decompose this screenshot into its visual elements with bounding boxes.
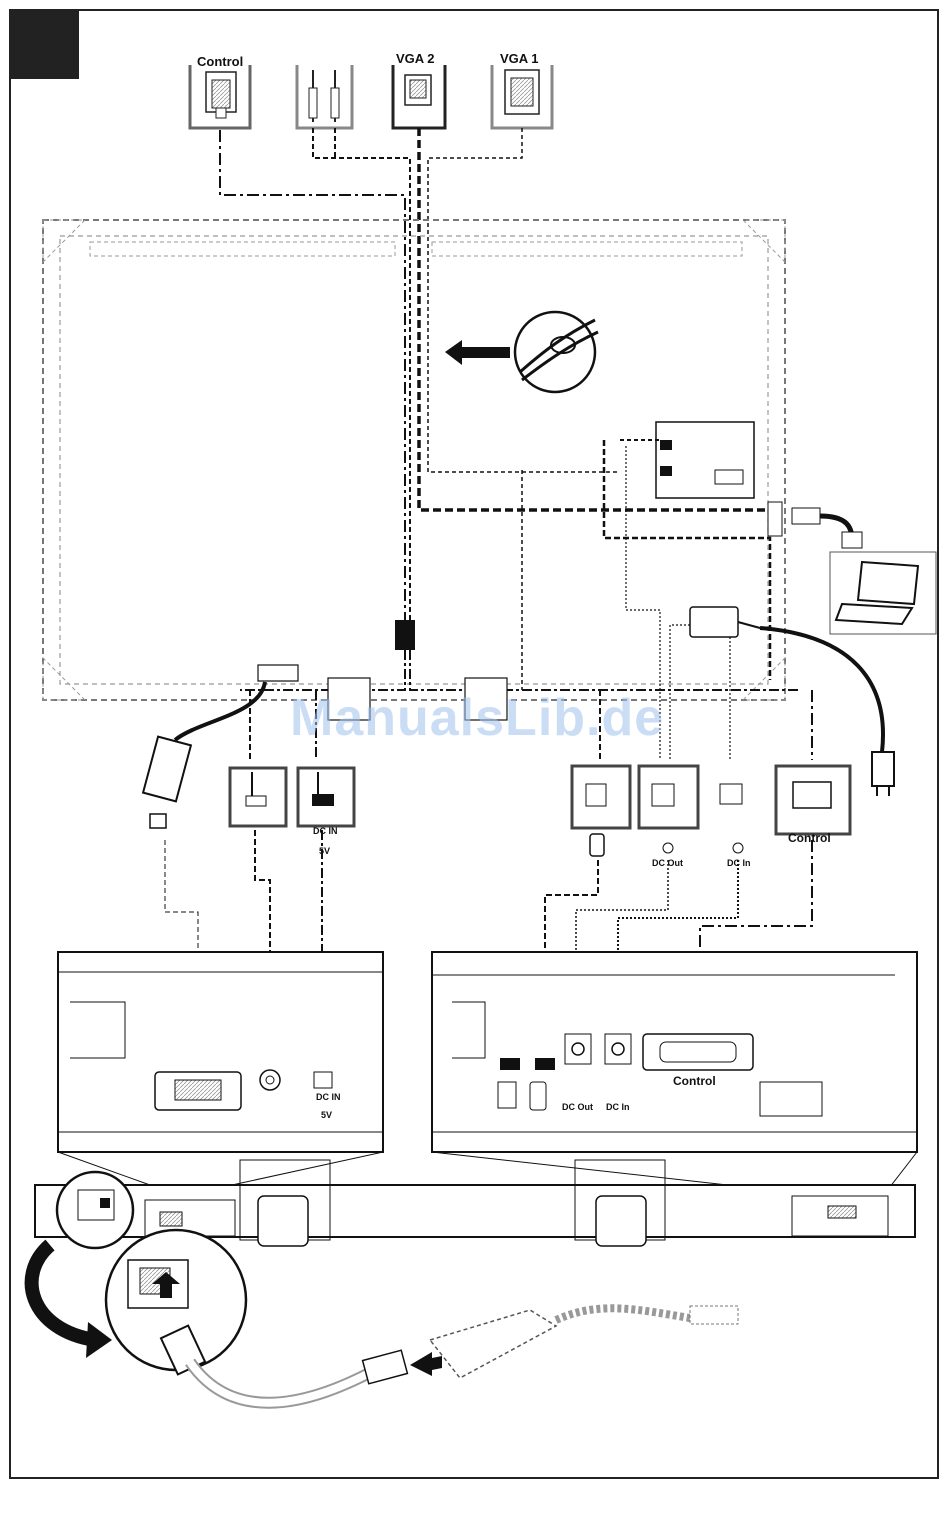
vga2-connector-box xyxy=(393,65,445,128)
port-box-control xyxy=(776,766,850,834)
vga1-connector-label: VGA 1 xyxy=(500,51,539,66)
control-connector-box xyxy=(190,65,250,128)
vga-adapter-plug xyxy=(143,737,191,802)
display-port-icon xyxy=(150,814,166,828)
vga2-connector-label: VGA 2 xyxy=(396,51,435,66)
power-plug-icon xyxy=(872,752,894,786)
arrow-left-icon xyxy=(445,340,510,365)
cable-clip-detail xyxy=(445,312,598,392)
port-box-dc-out xyxy=(639,766,698,853)
laptop-illustration xyxy=(830,552,936,634)
audio-connector-box xyxy=(297,65,352,128)
right-port-panel xyxy=(432,952,917,1152)
watermark: ManualsLib.de xyxy=(290,688,664,748)
usb-extender-cable xyxy=(190,1306,738,1403)
panel-left-dc-in-line1: DC IN xyxy=(316,1092,341,1102)
zoom-circle-small xyxy=(57,1172,133,1248)
port-box-audio xyxy=(230,768,286,826)
panel-right-dc-in-label: DC In xyxy=(606,1102,630,1112)
panel-right-dc-out-label: DC Out xyxy=(562,1102,593,1112)
ferrite-core xyxy=(395,620,415,650)
dc-in-5v-label-line2: 5V xyxy=(319,846,330,856)
vga1-connector-box xyxy=(492,65,552,128)
controller-unit xyxy=(656,422,754,498)
side-vga-connector xyxy=(768,502,862,548)
port-box-usb xyxy=(572,766,630,856)
port-box-dc-in-5v xyxy=(298,768,354,826)
curved-arrow-icon xyxy=(32,1245,95,1340)
control-port-label: Control xyxy=(788,831,831,845)
port-box-dc-in xyxy=(720,784,743,853)
panel-left-dc-in-line2: 5V xyxy=(321,1110,332,1120)
panel-right-control-label: Control xyxy=(673,1074,716,1088)
left-port-panel xyxy=(58,952,383,1152)
dc-in-5v-label-line1: DC IN xyxy=(313,826,338,836)
arrow-right-icon xyxy=(410,1352,442,1376)
power-supply xyxy=(690,607,894,796)
dc-in-label: DC In xyxy=(727,858,751,868)
dc-out-label: DC Out xyxy=(652,858,683,868)
usb-hub xyxy=(258,665,298,681)
control-connector-label: Control xyxy=(197,54,243,69)
